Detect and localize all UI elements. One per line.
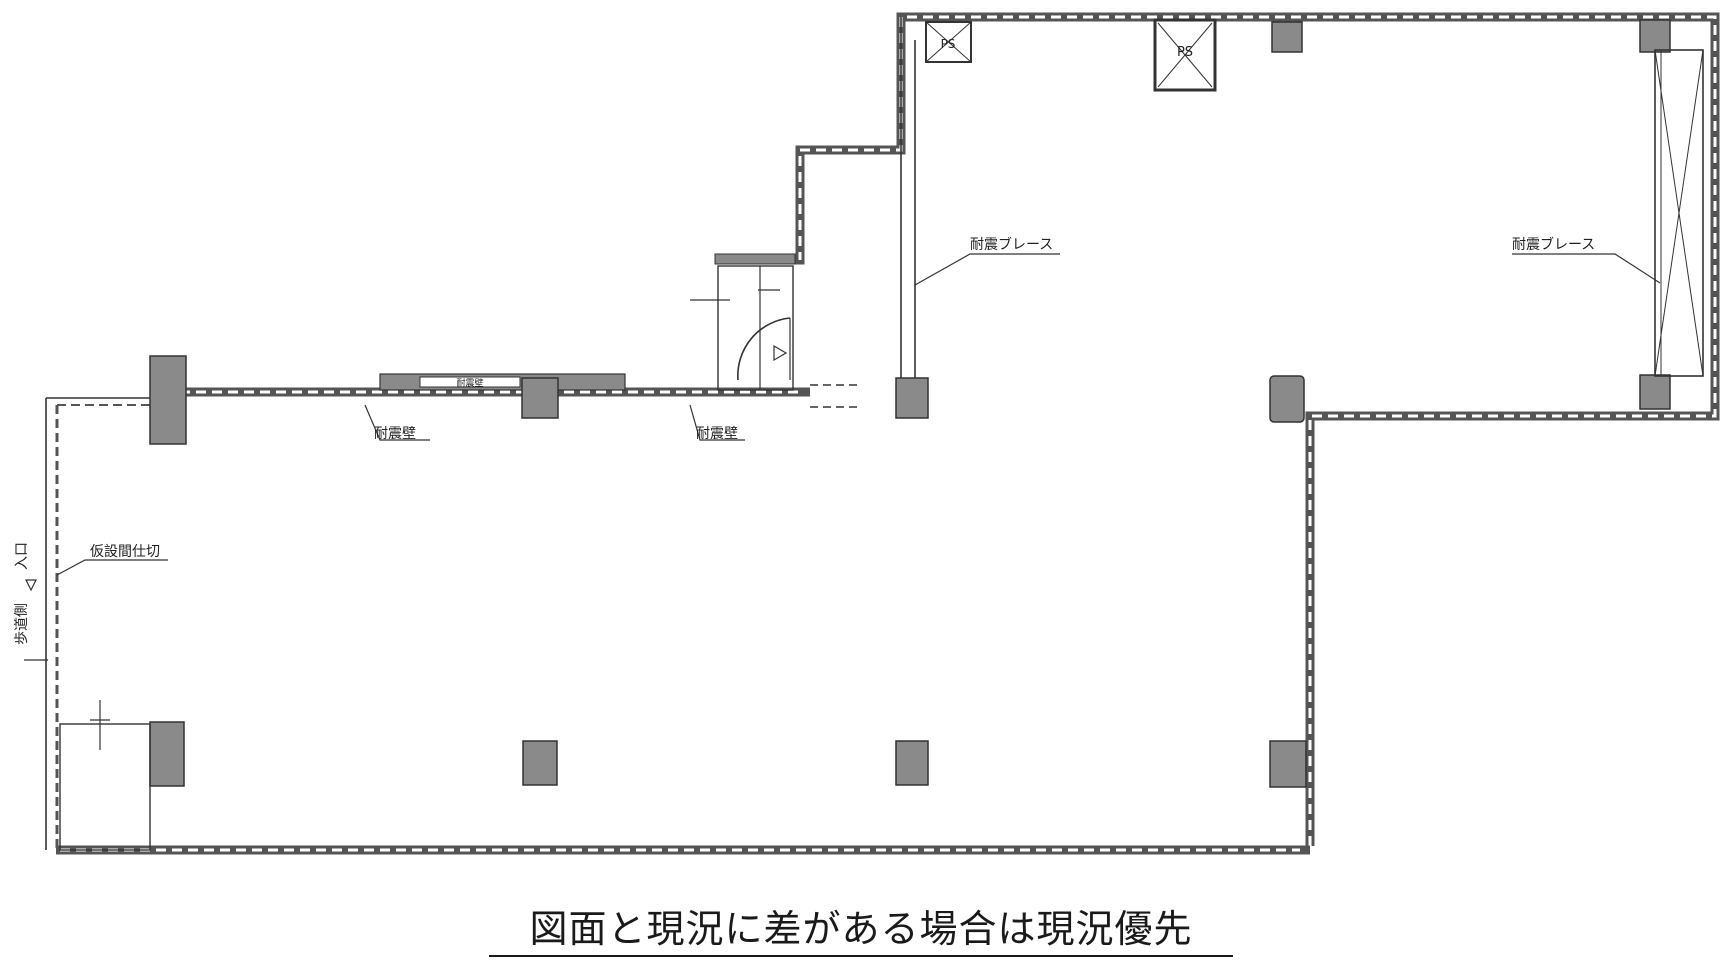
brace-label-right: 耐震ブレース <box>1512 236 1595 253</box>
column <box>522 740 558 786</box>
wall-label-right: 耐震壁 <box>696 426 738 442</box>
column <box>1639 374 1671 410</box>
exterior-wall <box>56 12 1720 855</box>
shaft-label-1: PS <box>941 37 956 51</box>
caption-text: 図面と現況に差がある場合は現況優先 <box>489 907 1233 957</box>
partition-label: 仮設間仕切 <box>90 544 160 560</box>
column <box>1271 21 1303 53</box>
column <box>895 740 929 786</box>
entrance-marker: 入口 歩道側 <box>14 542 37 645</box>
temporary-partition <box>45 397 160 850</box>
storage-corner <box>24 659 151 851</box>
shaft-label-2: PS <box>1177 45 1193 60</box>
column <box>149 721 185 787</box>
plan-caption: 図面と現況に差がある場合は現況優先 <box>0 898 1722 957</box>
column <box>1269 740 1307 788</box>
entrance-arrow-icon <box>25 579 37 592</box>
counter-label: 耐震壁 <box>456 377 483 389</box>
pipe-shafts: PS PS <box>925 18 1217 92</box>
sidewalk-side-label: 歩道側 <box>14 603 30 645</box>
column <box>521 377 559 419</box>
column <box>149 355 187 445</box>
wall-label-left: 耐震壁 <box>374 426 416 442</box>
column <box>895 377 929 419</box>
counter: 耐震壁 <box>379 373 626 391</box>
entry-vestibule <box>690 253 862 408</box>
structural-columns <box>149 19 1671 788</box>
column <box>1639 19 1671 53</box>
brace-label-center: 耐震ブレース <box>970 236 1053 253</box>
annotation-leaders <box>56 253 1661 576</box>
column <box>1269 375 1305 423</box>
entrance-label: 入口 <box>14 542 30 570</box>
seismic-brace-right <box>1654 49 1704 377</box>
